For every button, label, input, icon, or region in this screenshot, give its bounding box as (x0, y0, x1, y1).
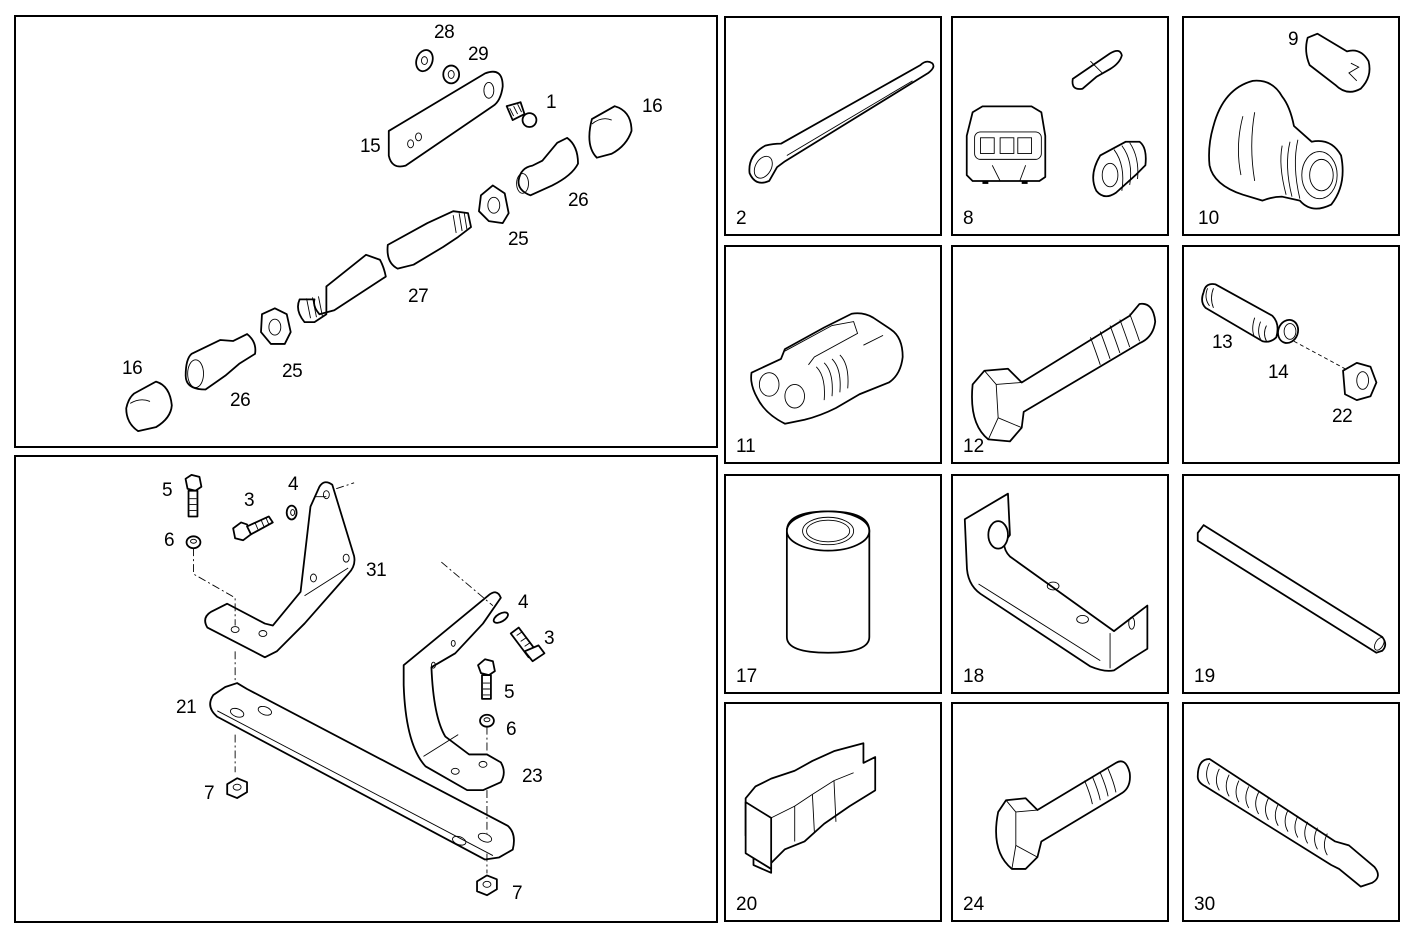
tile-label-24: 24 (963, 894, 985, 915)
callout-28: 28 (434, 22, 455, 43)
bolt-5-right-drawing (477, 658, 496, 700)
threaded-stud-drawing (1196, 758, 1379, 888)
tile-label-17: 17 (736, 666, 758, 687)
callout-7: 7 (204, 783, 215, 804)
nut-25-bottom-drawing (260, 307, 292, 345)
shaft-27-lower-drawing (297, 253, 387, 324)
tile-part-19[interactable]: 19 (1182, 474, 1400, 694)
tile-part-13[interactable]: 13 14 22 (1182, 245, 1400, 464)
callout-4: 4 (288, 474, 299, 495)
tile-part-12[interactable]: 12 (951, 245, 1169, 464)
shaft-27-upper-drawing (386, 210, 472, 270)
exploded-view-linkage: 28 29 1 16 15 26 25 27 25 16 26 (14, 15, 718, 448)
tile-label-19: 19 (1194, 666, 1216, 687)
callout-4: 4 (518, 592, 529, 613)
tile-label-8: 8 (963, 208, 974, 229)
callout-6: 6 (506, 719, 517, 740)
tile-label-12: 12 (963, 436, 985, 457)
tile-part-30[interactable]: 30 (1182, 702, 1400, 922)
callout-1: 1 (546, 92, 557, 113)
callout-5: 5 (504, 682, 515, 703)
sleeve-16-bottom-drawing (125, 380, 173, 433)
brackets-drawing (184, 473, 546, 897)
tile-label-20: 20 (736, 894, 758, 915)
washer-4-left-drawing (285, 504, 298, 521)
callout-16: 16 (642, 96, 663, 117)
bracket-drawing (963, 492, 1149, 672)
tile-part-2[interactable]: 2 (724, 16, 942, 236)
bolt-3-left-drawing (232, 515, 274, 542)
nut-7-right-drawing (476, 874, 498, 897)
tile-label-10: 10 (1198, 208, 1220, 229)
callout-3: 3 (244, 490, 255, 511)
callout-31: 31 (366, 560, 387, 581)
plate-15-drawing (387, 70, 504, 168)
bolt-3-right-drawing (509, 626, 546, 663)
tile-part-20[interactable]: 20 (724, 702, 942, 922)
rod-drawing (1196, 524, 1387, 654)
exploded-view-brackets: 5 3 4 6 31 4 3 5 6 21 23 7 7 (14, 455, 718, 923)
tile-label-30: 30 (1194, 894, 1216, 915)
callout-29: 29 (468, 44, 489, 65)
bushing-drawing (785, 510, 871, 654)
washer-4-right-drawing (492, 611, 509, 624)
callout-16: 16 (122, 358, 143, 379)
hex-bolt-drawing (971, 302, 1157, 443)
linkage-drawing (125, 49, 633, 433)
callout-6: 6 (164, 530, 175, 551)
tile-label-18: 18 (963, 666, 985, 687)
callout-22: 22 (1332, 406, 1353, 427)
lamp-socket-drawing (1208, 32, 1371, 210)
cotter-pin-drawing (748, 60, 935, 184)
connector-housing-drawing (750, 312, 904, 425)
sleeve-16-top-drawing (588, 105, 633, 159)
bar-21-drawing (209, 682, 515, 861)
ball-stud-1-drawing (505, 101, 538, 128)
callout-3: 3 (544, 628, 555, 649)
tile-part-17[interactable]: 17 (724, 474, 942, 694)
tile-part-10[interactable]: 9 10 (1182, 16, 1400, 236)
callout-5: 5 (162, 480, 173, 501)
callout-14: 14 (1268, 362, 1289, 383)
switch-drawing (744, 742, 877, 874)
tile-part-18[interactable]: 18 (951, 474, 1169, 694)
washer-6-right-drawing (479, 713, 495, 728)
washer-6-left-drawing (185, 535, 202, 550)
callout-25: 25 (508, 229, 529, 250)
hex-bolt-short-drawing (995, 760, 1131, 870)
connector-kit-drawing (965, 49, 1147, 198)
bracket-31-drawing (204, 481, 356, 659)
nut-25-top-drawing (478, 184, 510, 224)
callout-15: 15 (360, 136, 381, 157)
callout-23: 23 (522, 766, 543, 787)
stud-kit-drawing (1201, 283, 1378, 402)
callout-26: 26 (568, 190, 589, 211)
washer-29-drawing (442, 64, 461, 85)
callout-25: 25 (282, 361, 303, 382)
bolt-5-left-drawing (184, 473, 203, 518)
callout-26: 26 (230, 390, 251, 411)
bushing-26-top-drawing (516, 136, 579, 197)
nut-28-drawing (415, 49, 434, 73)
callout-7: 7 (512, 883, 523, 904)
tile-part-11[interactable]: 11 (724, 245, 942, 464)
tile-label-2: 2 (736, 208, 747, 229)
callout-13: 13 (1212, 332, 1233, 353)
nut-7-left-drawing (226, 777, 248, 799)
tile-part-24[interactable]: 24 (951, 702, 1169, 922)
callout-27: 27 (408, 286, 429, 307)
bushing-26-bottom-drawing (184, 333, 257, 391)
callout-9: 9 (1288, 29, 1299, 50)
bracket-23-drawing (402, 591, 505, 792)
tile-label-11: 11 (736, 436, 756, 457)
tile-part-8[interactable]: 8 (951, 16, 1169, 236)
callout-21: 21 (176, 697, 197, 718)
